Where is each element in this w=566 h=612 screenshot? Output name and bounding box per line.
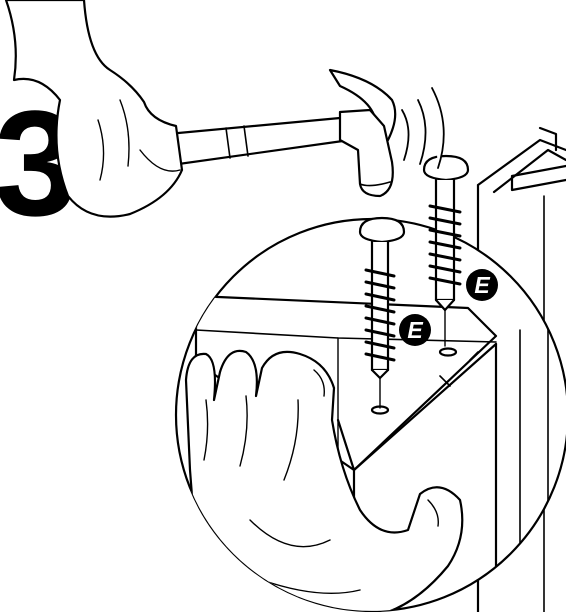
part-badge-back: E bbox=[466, 269, 498, 301]
part-label: E bbox=[407, 317, 423, 343]
part-badge-front: E bbox=[399, 314, 431, 346]
hammer bbox=[146, 70, 444, 196]
hammer-hand bbox=[6, 0, 182, 217]
part-label: E bbox=[474, 272, 490, 298]
